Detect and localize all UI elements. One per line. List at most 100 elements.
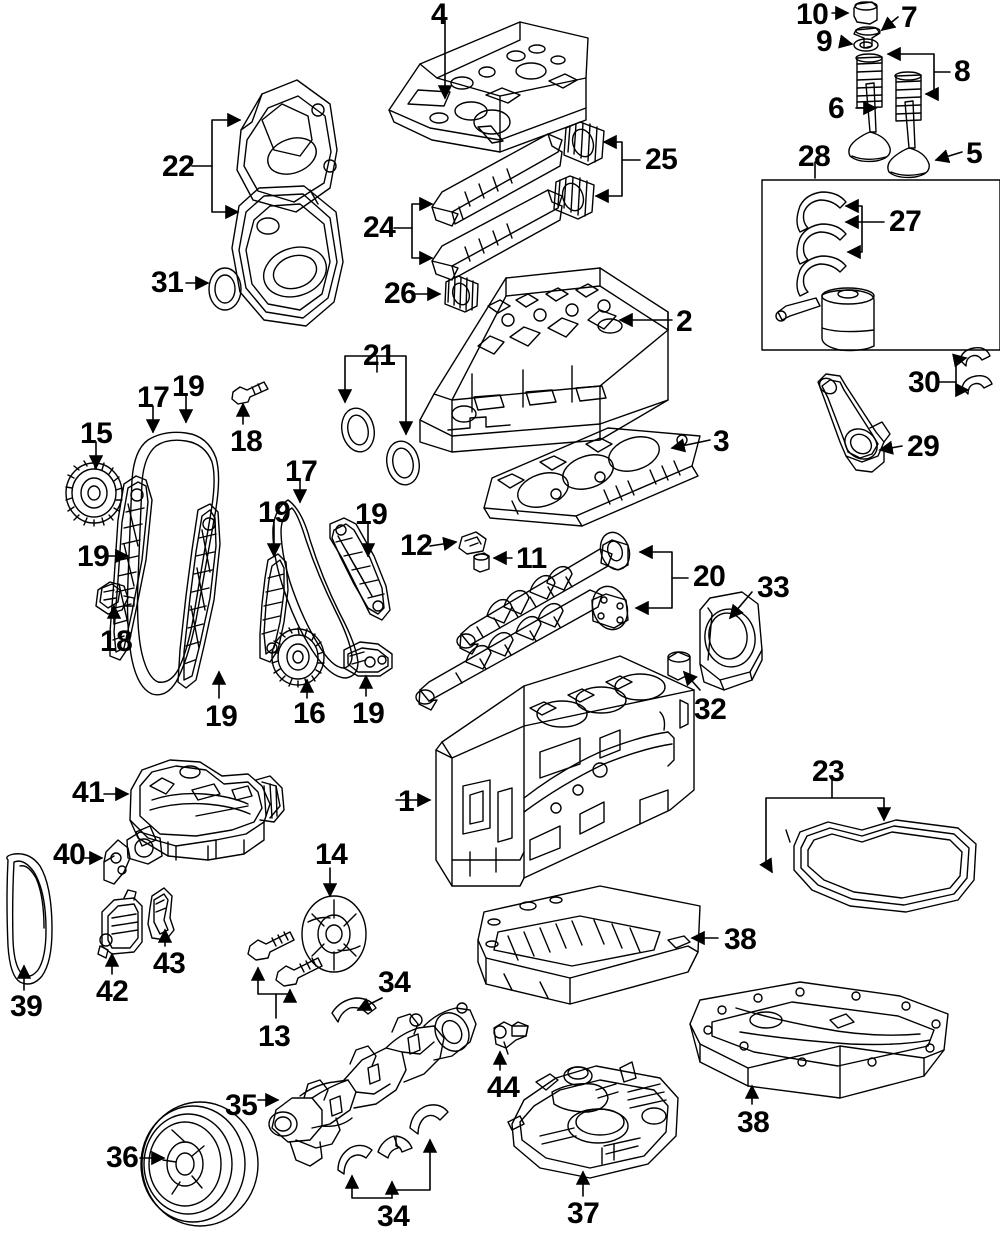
part-balance-shaft-sprocket-1 [563,121,605,166]
part-bolt-1 [247,931,295,961]
callout-19d: 19 [258,496,291,529]
part-oil-jet-nozzle [493,1021,529,1055]
part-camshaft-seal-1 [340,407,376,453]
callout-3: 3 [713,425,730,458]
part-chain-guide-right-2 [329,517,391,621]
callout-15: 15 [80,417,113,450]
part-main-bearing-2 [337,1144,373,1175]
callout-21: 21 [363,339,396,372]
callout-19b: 19 [77,540,110,573]
callout-23: 23 [812,755,845,788]
part-valve-stem-seal [853,38,879,52]
callout-30: 30 [908,366,941,399]
callout-34b: 34 [377,1200,410,1233]
part-head-gasket [483,427,701,527]
callout-37: 37 [567,1197,600,1230]
part-chain-guide-clip [458,531,487,555]
callout-1: 1 [398,785,415,818]
part-balance-shaft-sprocket-2 [553,175,595,220]
part-connecting-rod [817,373,891,473]
callout-35: 35 [225,1089,258,1122]
callout-31: 31 [151,266,184,299]
part-rod-bearing-2 [961,374,993,395]
part-cylinder-head [419,267,669,453]
part-camshaft-1 [456,531,631,655]
part-camshaft-2 [415,585,629,711]
callout-38: 38 [724,923,757,956]
part-oil-pan-gasket [785,819,977,913]
part-camshaft-seal-2 [385,440,421,486]
callout-9: 9 [816,25,833,58]
callout-14: 14 [315,838,348,871]
part-valve-cover [388,21,589,153]
part-rear-main-seal-housing [699,591,763,691]
callout-19: 19 [172,370,205,403]
callout-19f: 19 [352,697,385,730]
callout-28: 28 [798,140,831,173]
callout-17b: 17 [285,455,318,488]
part-balance-shaft-1 [431,133,563,227]
callout-34: 34 [378,966,411,999]
part-oil-pump-bracket [103,839,131,885]
part-chain-guide-left-1 [109,475,153,661]
callout-10: 10 [796,0,829,31]
part-balance-shaft-assembly [126,759,285,865]
part-oil-pan-upper [477,885,701,1005]
callout-19c: 19 [205,700,238,733]
part-oil-cooler [97,889,143,959]
callout-18b: 18 [100,625,133,658]
callout-32: 32 [694,693,727,726]
callout-5: 5 [966,137,983,170]
callout-36: 36 [106,1141,139,1174]
part-valve-spring-1 [855,53,883,109]
callout-7: 7 [901,1,918,34]
part-valve-spring-retainer [853,26,881,49]
callout-11: 11 [516,542,547,575]
part-valve-lifter [853,1,878,25]
part-balance-shaft-2 [431,189,563,281]
part-rod-bearing-1 [959,346,991,367]
part-chain-guide-small [343,641,393,677]
callout-4: 4 [431,0,448,31]
callout-40: 40 [53,838,86,871]
part-timing-cover-lower [231,185,344,327]
callout-6: 6 [828,92,845,125]
part-drive-belt [6,853,53,985]
part-camshaft-dowel [473,552,490,573]
callout-13: 13 [258,1020,291,1053]
callout-41: 41 [72,776,105,809]
callout-18: 18 [230,425,263,458]
part-main-bearing-1 [331,997,377,1023]
part-valve-spring-2 [894,71,922,122]
part-tensioner-bolt [231,381,269,405]
callout-24: 24 [363,211,396,244]
callout-39: 39 [10,990,43,1023]
callout-27: 27 [889,205,922,238]
part-main-bearing-3 [377,1135,413,1159]
callout-38b: 38 [737,1106,770,1139]
callout-26: 26 [384,277,417,310]
callout-16: 16 [293,697,326,730]
part-main-bearing-4 [409,1104,449,1135]
callout-2: 2 [676,305,693,338]
callout-44: 44 [487,1071,520,1104]
part-timing-cover-upper [236,79,338,213]
part-oil-pan-lower-right [689,981,949,1099]
callout-22: 22 [162,150,195,183]
callout-25: 25 [645,143,678,176]
part-crankshaft-pulley [140,1101,259,1227]
part-exhaust-valve [887,100,930,179]
part-timing-chain-large [126,431,220,696]
callout-17: 17 [137,381,170,414]
part-oil-pump-sprocket [271,627,325,688]
part-oil-pickup-bracket [147,887,175,941]
part-intake-valve [848,82,891,163]
callout-33: 33 [757,571,790,604]
callout-20: 20 [693,560,726,593]
part-idler-sprocket [444,275,479,313]
callout-8: 8 [954,55,971,88]
callout-12: 12 [400,529,433,562]
part-bolt-2 [275,957,323,987]
part-piston-assembly-box [761,179,1000,352]
